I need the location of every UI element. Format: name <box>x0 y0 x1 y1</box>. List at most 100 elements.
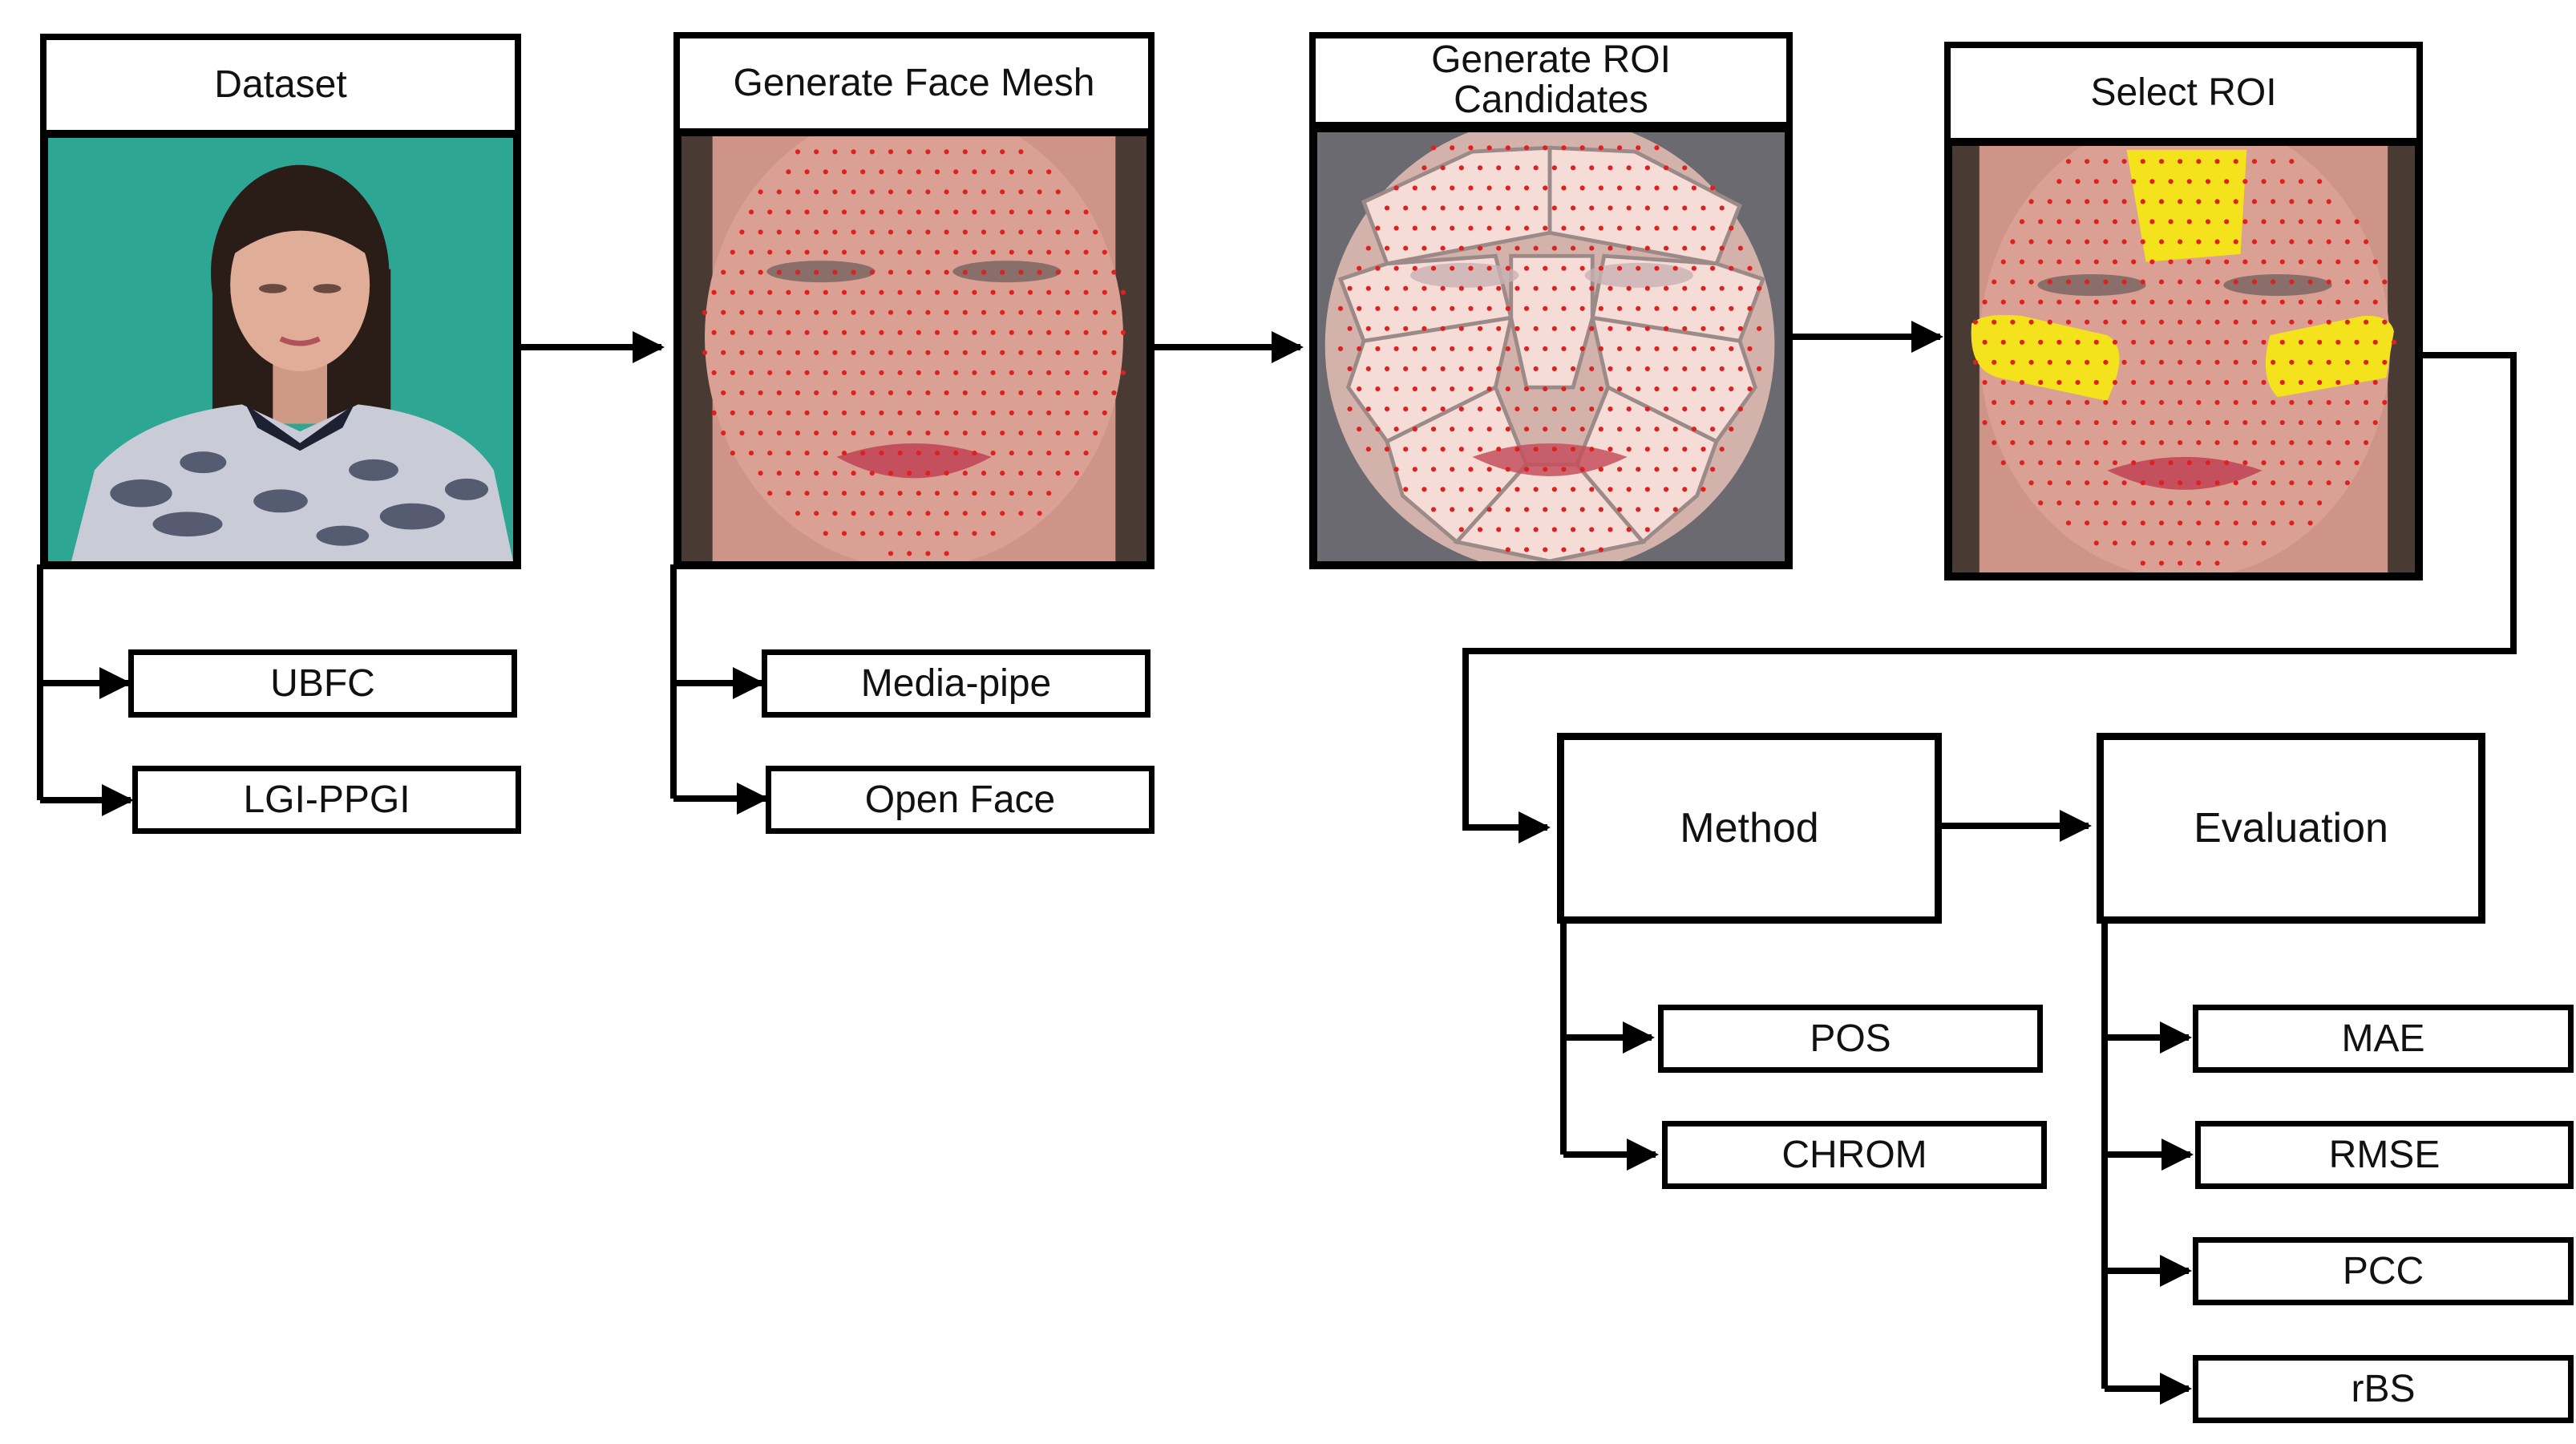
landmark-dot <box>2205 500 2211 506</box>
landmark-dot <box>2335 339 2341 345</box>
landmark-dot <box>1523 547 1530 552</box>
landmark-dot <box>1496 366 1502 372</box>
landmark-dot <box>1074 430 1080 436</box>
landmark-dot <box>1384 285 1390 291</box>
landmark-dot <box>1018 390 1024 396</box>
option-pos: POS <box>1658 1005 2043 1073</box>
landmark-dot <box>1663 245 1669 251</box>
landmark-dot <box>2196 319 2202 325</box>
landmark-dot <box>1644 407 1650 412</box>
landmark-dot <box>2140 560 2145 566</box>
landmark-dot <box>1430 467 1437 472</box>
landmark-dot <box>2158 560 2165 566</box>
landmark-dot <box>2093 379 2099 385</box>
landmark-dot <box>1598 185 1603 191</box>
landmark-dot <box>1579 346 1585 351</box>
landmark-dot <box>1672 265 1678 271</box>
landmark-dot <box>851 269 856 275</box>
landmark-dot <box>2103 279 2109 285</box>
landmark-dot <box>2271 279 2276 285</box>
landmark-dot <box>767 491 773 496</box>
landmark-dot <box>879 491 884 496</box>
landmark-dot <box>888 269 894 275</box>
landmark-dot <box>2242 179 2248 184</box>
landmark-dot <box>1709 225 1716 231</box>
landmark-dot <box>2000 419 2006 426</box>
landmark-dot <box>1636 507 1641 512</box>
option-rbs: rBS <box>2193 1355 2574 1423</box>
landmark-dot <box>1055 269 1061 275</box>
landmark-dot <box>2131 219 2137 224</box>
landmark-dot <box>1598 467 1603 472</box>
landmark-dot <box>1403 407 1409 412</box>
face-landmark-mesh <box>681 136 1146 561</box>
landmark-dot <box>2075 259 2081 265</box>
roi-highlight-cheeks <box>1971 314 2394 402</box>
landmark-dot <box>1729 346 1734 351</box>
landmark-dot <box>1365 245 1371 251</box>
landmark-dot <box>972 451 977 456</box>
landmark-dot <box>1102 330 1107 335</box>
landmark-dot <box>1626 527 1632 532</box>
landmark-dot <box>758 309 763 315</box>
landmark-dot <box>1654 507 1660 512</box>
landmark-dot <box>1009 289 1014 295</box>
landmark-dot <box>1037 309 1042 315</box>
landmark-dot <box>2121 359 2127 365</box>
landmark-dot <box>869 471 875 476</box>
landmark-dot <box>841 209 847 215</box>
landmark-dot <box>2364 399 2369 406</box>
landmark-dot <box>1709 467 1716 472</box>
landmark-dot <box>2233 440 2238 446</box>
landmark-dot <box>1083 451 1089 456</box>
landmark-dot <box>2121 440 2127 446</box>
landmark-dot <box>1505 265 1510 271</box>
landmark-dot <box>944 350 949 355</box>
roi-highlight-forehead <box>2126 149 2247 262</box>
landmark-dot <box>1384 366 1390 372</box>
landmark-dot <box>823 330 828 335</box>
landmark-dot <box>1644 527 1650 532</box>
landmark-dot <box>2186 259 2192 265</box>
landmark-dot <box>860 451 866 456</box>
landmark-dot <box>1757 326 1762 331</box>
landmark-dot <box>2149 259 2155 265</box>
landmark-dot <box>1561 185 1567 191</box>
landmark-dot <box>2271 480 2276 486</box>
landmark-dot <box>1533 366 1539 372</box>
landmark-dot <box>1102 370 1107 375</box>
person-photo <box>48 138 513 561</box>
landmark-dot <box>2242 460 2248 466</box>
landmark-dot <box>1551 366 1557 372</box>
landmark-dot <box>2093 299 2099 305</box>
landmark-dot <box>888 189 894 195</box>
landmark-dot <box>2056 179 2062 184</box>
landmark-dot <box>2019 339 2025 345</box>
landmark-dot <box>934 249 940 255</box>
landmark-dot <box>767 370 773 375</box>
landmark-dot <box>944 149 949 155</box>
landmark-dot <box>907 309 912 315</box>
landmark-dot <box>2307 359 2313 365</box>
landmark-dot <box>2326 279 2331 285</box>
landmark-dot <box>2372 339 2378 345</box>
landmark-dot <box>1055 189 1061 195</box>
landmark-dot <box>1018 430 1024 436</box>
landmark-dot <box>981 390 987 396</box>
landmark-dot <box>814 471 819 476</box>
landmark-dot <box>1570 366 1576 372</box>
landmark-dot <box>1421 447 1427 452</box>
landmark-dot <box>981 229 987 235</box>
landmark-dot <box>2149 419 2155 426</box>
landmark-dot <box>2038 500 2044 506</box>
landmark-dot <box>2168 339 2174 345</box>
landmark-dot <box>2038 299 2044 305</box>
landmark-dot <box>934 370 940 375</box>
landmark-dot <box>832 511 838 516</box>
landmark-dot <box>814 309 819 315</box>
landmark-dot <box>2103 440 2109 446</box>
landmark-dot <box>2205 419 2211 426</box>
landmark-dot <box>767 209 773 215</box>
landmark-dot <box>1403 285 1409 291</box>
landmark-dot <box>2158 399 2165 406</box>
